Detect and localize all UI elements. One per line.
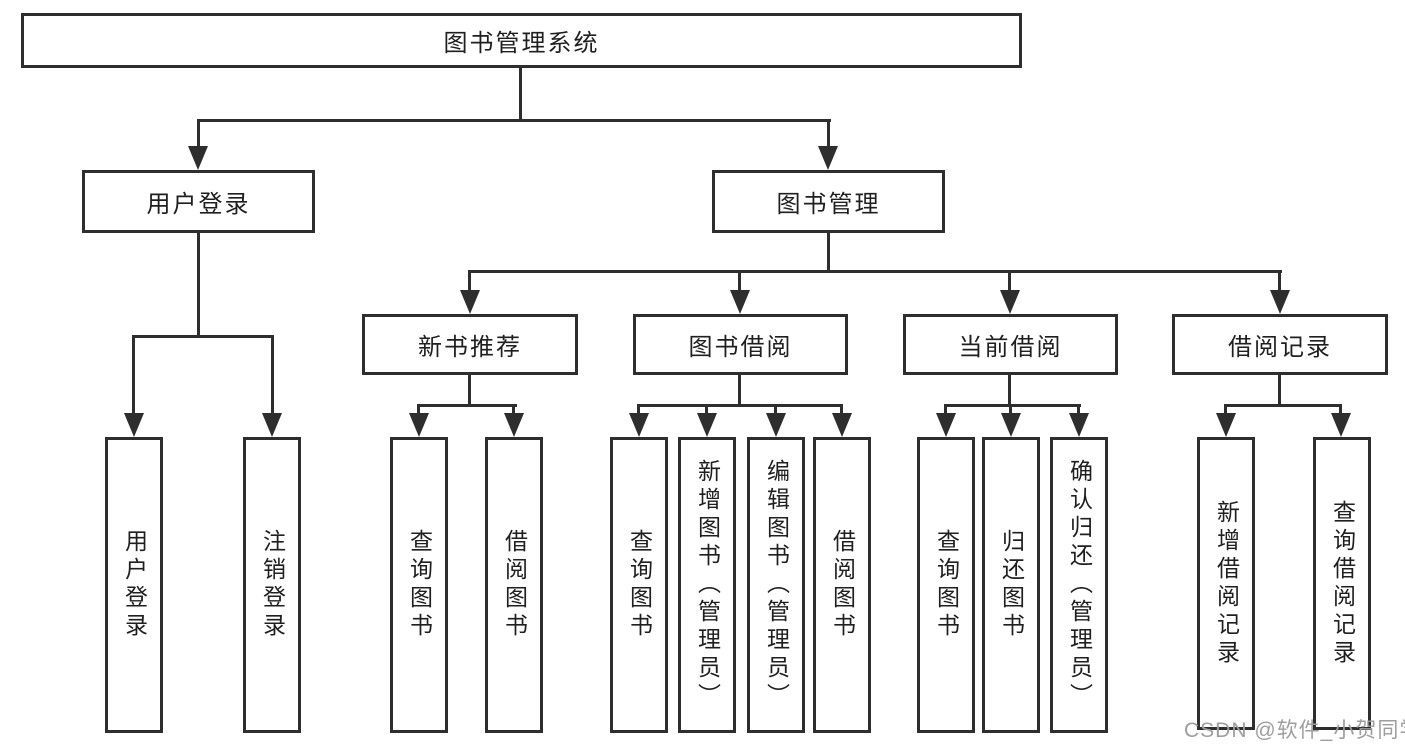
leaf-return-books-label: 归还图书 [998,529,1025,641]
connector-line [1224,404,1342,407]
connector-line [738,375,741,407]
connector-line [840,404,843,417]
leaf-borrow-books-recommend: 借阅图书 [485,437,543,733]
arrowhead-down-icon [818,146,838,170]
arrowhead-down-icon [1270,290,1290,314]
arrowhead-down-icon [1069,413,1089,437]
leaf-logout-label: 注销登录 [259,529,286,641]
node-new-book-recommend-label: 新书推荐 [418,334,522,361]
arrowhead-down-icon [697,413,717,437]
arrowhead-down-icon [629,413,649,437]
node-book-borrow-label: 图书借阅 [688,334,793,361]
connector-line [637,404,842,407]
leaf-query-books-current: 查询图书 [917,437,975,733]
arrowhead-down-icon [262,413,282,437]
connector-line [827,233,830,273]
leaf-return-books: 归还图书 [982,437,1040,733]
node-root-label: 图书管理系统 [443,30,600,57]
leaf-add-borrow-record: 新增借阅记录 [1197,437,1255,730]
node-borrow-records-label: 借阅记录 [1228,334,1332,361]
arrowhead-down-icon [409,413,429,437]
node-book-borrow: 图书借阅 [633,314,848,375]
arrowhead-down-icon [936,413,956,437]
arrowhead-down-icon [504,413,524,437]
arrowhead-down-icon [832,413,852,437]
leaf-query-books-recommend-label: 查询图书 [406,529,433,641]
connector-line [944,404,947,417]
leaf-query-borrow-record: 查询借阅记录 [1313,437,1371,730]
leaf-confirm-return-admin-label: 确认归还（管理员） [1066,459,1093,711]
node-current-borrow-label: 当前借阅 [958,334,1063,361]
leaf-borrow-books: 借阅图书 [813,437,871,733]
arrowhead-down-icon [1001,413,1021,437]
connector-line [1278,375,1281,407]
connector-line [519,68,522,122]
leaf-edit-books-admin-label: 编辑图书（管理员） [763,459,790,711]
arrowhead-down-icon [460,290,480,314]
connector-line [197,233,200,338]
leaf-add-borrow-record-label: 新增借阅记录 [1213,499,1240,668]
connector-line [468,375,471,407]
leaf-edit-books-admin: 编辑图书（管理员） [747,437,805,733]
connector-line [1224,404,1227,417]
leaf-query-books-current-label: 查询图书 [933,529,960,641]
connector-line [827,119,830,150]
leaf-logout: 注销登录 [243,437,301,733]
leaf-query-borrow-record-label: 查询借阅记录 [1329,499,1356,668]
connector-line [197,119,831,122]
connector-line [417,404,517,407]
connector-line [417,404,420,417]
node-book-management: 图书管理 [712,170,945,233]
connector-line [132,335,274,338]
node-new-book-recommend: 新书推荐 [362,314,578,375]
connector-line [468,270,471,294]
arrowhead-down-icon [124,413,144,437]
node-book-management-label: 图书管理 [776,191,881,218]
connector-line [468,270,1282,273]
connector-line [738,270,741,294]
arrowhead-down-icon [188,146,208,170]
leaf-query-books-recommend: 查询图书 [390,437,448,733]
connector-line [774,404,777,417]
leaf-borrow-books-label: 借阅图书 [829,529,856,641]
arrowhead-down-icon [766,413,786,437]
leaf-add-books-admin-label: 新增图书（管理员） [694,459,721,711]
connector-line [132,335,135,416]
connector-line [1008,270,1011,294]
leaf-borrow-books-recommend-label: 借阅图书 [501,529,528,641]
leaf-user-login: 用户登录 [105,437,163,733]
connector-line [1008,375,1011,407]
arrowhead-down-icon [730,290,750,314]
connector-line [1009,404,1012,417]
leaf-add-books-admin: 新增图书（管理员） [678,437,736,733]
connector-line [944,404,1081,407]
leaf-query-books-borrow-label: 查询图书 [626,529,653,641]
connector-line [1278,270,1281,294]
node-root: 图书管理系统 [21,13,1022,68]
connector-line [1077,404,1080,417]
connector-line [197,119,200,150]
leaf-confirm-return-admin: 确认归还（管理员） [1050,437,1108,733]
leaf-user-login-label: 用户登录 [121,529,148,641]
connector-line [637,404,640,417]
node-user-login: 用户登录 [82,170,315,233]
connector-line [705,404,708,417]
arrowhead-down-icon [1000,290,1020,314]
node-borrow-records: 借阅记录 [1172,314,1388,375]
arrowhead-down-icon [1216,413,1236,437]
connector-line [512,404,515,417]
node-current-borrow: 当前借阅 [903,314,1118,375]
csdn-watermark: CSDN @软件_小贺同学 [1184,719,1405,742]
connector-line [271,335,274,416]
node-user-login-label: 用户登录 [146,191,251,218]
arrowhead-down-icon [1331,413,1351,437]
leaf-query-books-borrow: 查询图书 [610,437,668,733]
connector-line [1339,404,1342,417]
